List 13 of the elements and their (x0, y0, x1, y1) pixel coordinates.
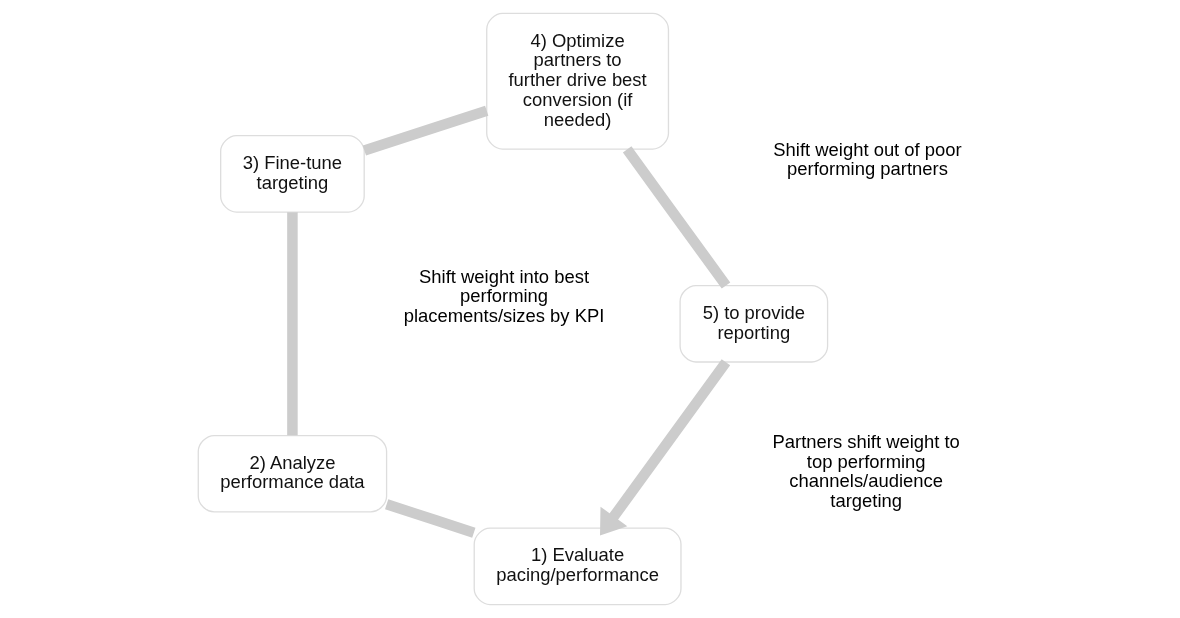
connector (286, 212, 298, 436)
node-box: 3) Fine-tune targeting (219, 135, 365, 213)
label: Shift weight out of poor performing partners (772, 138, 962, 180)
connector (384, 499, 475, 538)
node-box: 5) to provide reporting (678, 284, 828, 363)
node-box: 1) Evaluate pacing/performance (473, 527, 682, 606)
connector (622, 146, 730, 289)
node-box: 4) Optimize partners to further drive best conversion (if needed) (485, 12, 669, 150)
label: Partners shift weight to top performing channels/audience targeting (771, 430, 960, 512)
connector (362, 105, 488, 156)
arrow (599, 359, 730, 536)
node-box: 2) Analyze performance data (197, 434, 387, 513)
label: Shift weight into best performing placements/sizes by KPI (403, 265, 604, 327)
